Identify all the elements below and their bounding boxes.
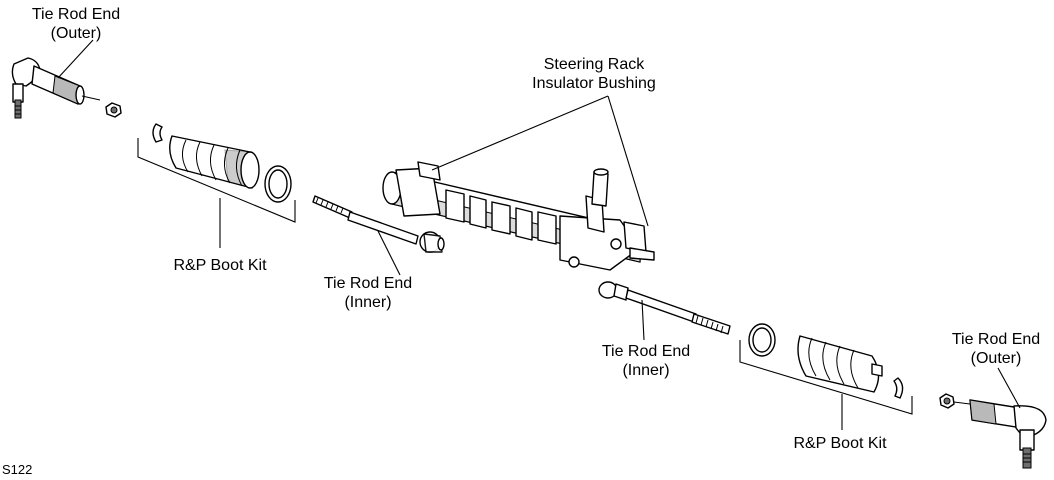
label-line: (Inner) (344, 294, 392, 311)
label-inner-tie-rod-end-left: Tie Rod End (Inner) (312, 274, 424, 312)
boot-kit-left (137, 123, 296, 223)
label-line: R&P Boot Kit (793, 435, 887, 452)
nut-right (939, 393, 955, 409)
label-line: (Outer) (50, 25, 102, 42)
outer-tie-rod-end-right (953, 399, 1047, 469)
label-outer-tie-rod-end-left: Tie Rod End (Outer) (20, 5, 132, 43)
label-line: Steering Rack (543, 56, 645, 73)
label-line: Tie Rod End (323, 275, 413, 292)
label-inner-tie-rod-end-right: Tie Rod End (Inner) (590, 342, 702, 380)
boot-kit-right (739, 323, 913, 415)
label-line: Tie Rod End (601, 343, 691, 360)
steering-rack (382, 161, 655, 271)
label-line: Insulator Bushing (532, 75, 656, 92)
figure-code: S122 (2, 462, 33, 477)
label-steering-rack-insulator-bushing: Steering Rack Insulator Bushing (514, 55, 674, 93)
label-outer-tie-rod-end-right: Tie Rod End (Outer) (940, 330, 1052, 368)
label-line: Tie Rod End (951, 331, 1041, 348)
label-line: Tie Rod End (31, 6, 121, 23)
label-boot-kit-right: R&P Boot Kit (780, 434, 900, 453)
nut-left (105, 102, 122, 118)
leader-lines (57, 39, 1021, 430)
label-line: R&P Boot Kit (173, 257, 267, 274)
label-boot-kit-left: R&P Boot Kit (160, 256, 280, 275)
outer-tie-rod-end-left (11, 57, 101, 119)
inner-tie-rod-end-left (312, 195, 445, 253)
label-line: (Outer) (970, 350, 1022, 367)
inner-tie-rod-end-right (598, 281, 731, 335)
label-line: (Inner) (622, 362, 670, 379)
